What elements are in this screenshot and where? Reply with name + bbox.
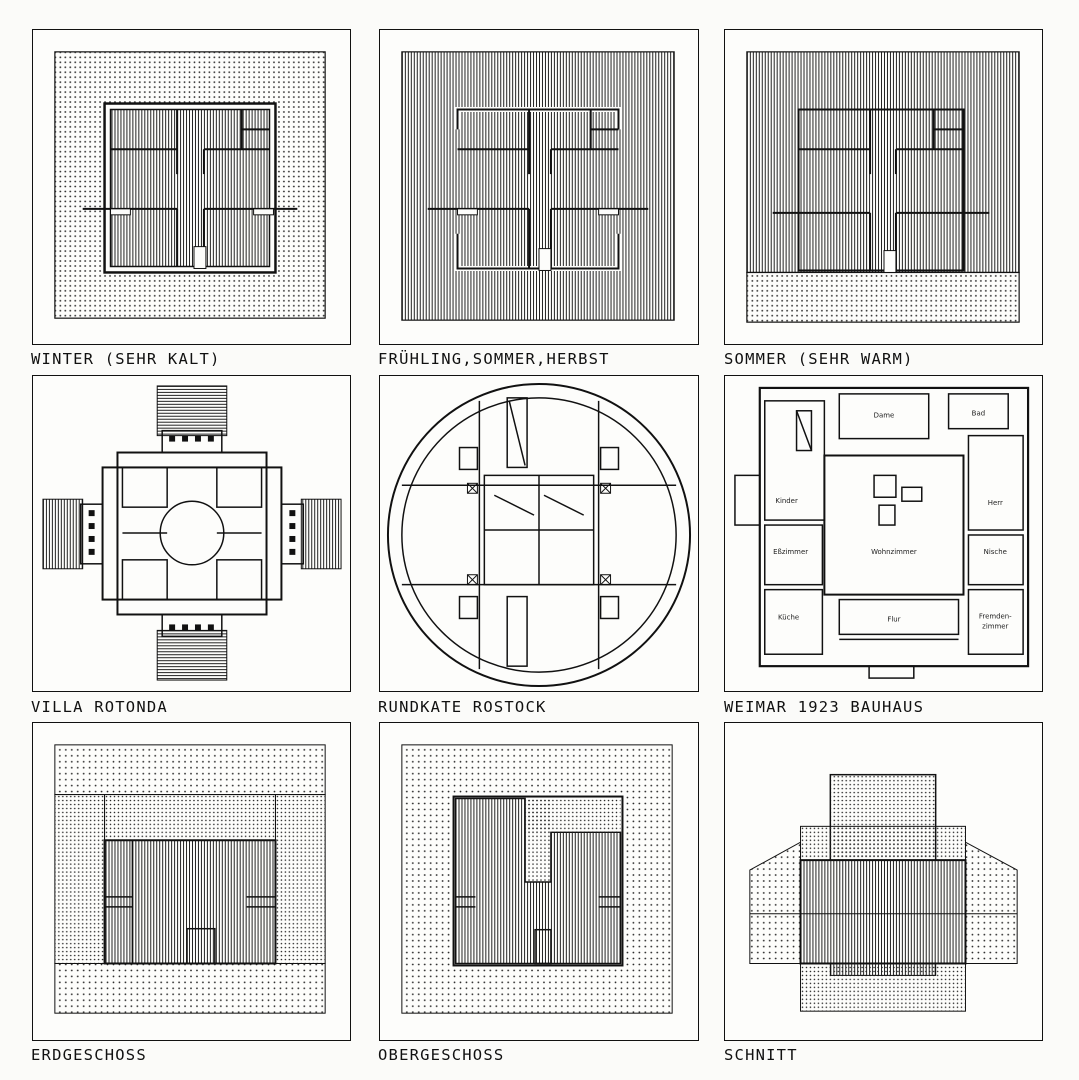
house-section [799,859,967,965]
room-label-wohnzimmer: Wohnzimmer [871,548,917,556]
panel-weimar-bauhaus: Dame Bad Kinder Herr Eßzimmer Wohnzimmer… [724,375,1043,692]
south-stair [156,629,228,681]
rundkate-plan [386,382,692,688]
room-label-nische: Nische [984,548,1007,556]
outer-wall [386,382,692,688]
west-stair [42,498,84,570]
room-label-kueche: Küche [778,613,799,621]
panel-summer-hot [724,29,1043,345]
caption-summer-hot: SOMMER (SEHR WARM) [724,350,914,368]
caption-winter: WINTER (SEHR KALT) [31,350,221,368]
caption-obergeschoss: OBERGESCHOSS [378,1046,505,1064]
room-label-fremdenzimmer-line1: Fremden- [979,612,1012,620]
winter-house [109,108,271,268]
panel-spring-summer-autumn [379,29,699,345]
panel-obergeschoss [379,722,699,1041]
room-label-flur: Flur [887,615,900,623]
bauhaus-plan: Dame Bad Kinder Herr Eßzimmer Wohnzimmer… [734,386,1030,679]
caption-weimar-bauhaus: WEIMAR 1923 BAUHAUS [724,698,925,716]
erdgeschoss-plan [54,744,326,1014]
caption-rundkate-rostock: RUNDKATE ROSTOCK [378,698,547,716]
spring-summer-autumn-plan [401,51,675,321]
panel-winter [32,29,351,345]
summer-sun-area [746,271,1020,323]
panel-villa-rotonda [32,375,351,692]
panel-rundkate-rostock [379,375,699,692]
caption-spring-summer-autumn: FRÜHLING,SOMMER,HERBST [378,350,610,368]
obergeschoss-plan [401,744,673,1014]
room-label-bad: Bad [972,410,985,418]
east-stair [300,498,342,570]
room-label-kinder: Kinder [775,497,798,505]
caption-villa-rotonda: VILLA ROTONDA [31,698,168,716]
ground-floor-house [103,839,277,965]
villa-rotonda-plan [42,385,342,681]
schnitt-section [749,773,1018,1012]
summer-hot-plan [746,51,1020,323]
room-label-herr: Herr [988,499,1003,507]
spring-outdoor-area [401,51,675,321]
room-label-fremdenzimmer-line2: zimmer [982,622,1008,630]
north-stair [156,385,228,437]
panel-erdgeschoss [32,722,351,1041]
room-label-esszimmer: Eßzimmer [773,548,808,556]
winter-plan [54,51,326,319]
summer-shaded-area [746,51,1020,274]
caption-erdgeschoss: ERDGESCHOSS [31,1046,147,1064]
caption-schnitt: SCHNITT [724,1046,798,1064]
panel-schnitt [724,722,1043,1041]
room-label-dame: Dame [874,412,895,420]
